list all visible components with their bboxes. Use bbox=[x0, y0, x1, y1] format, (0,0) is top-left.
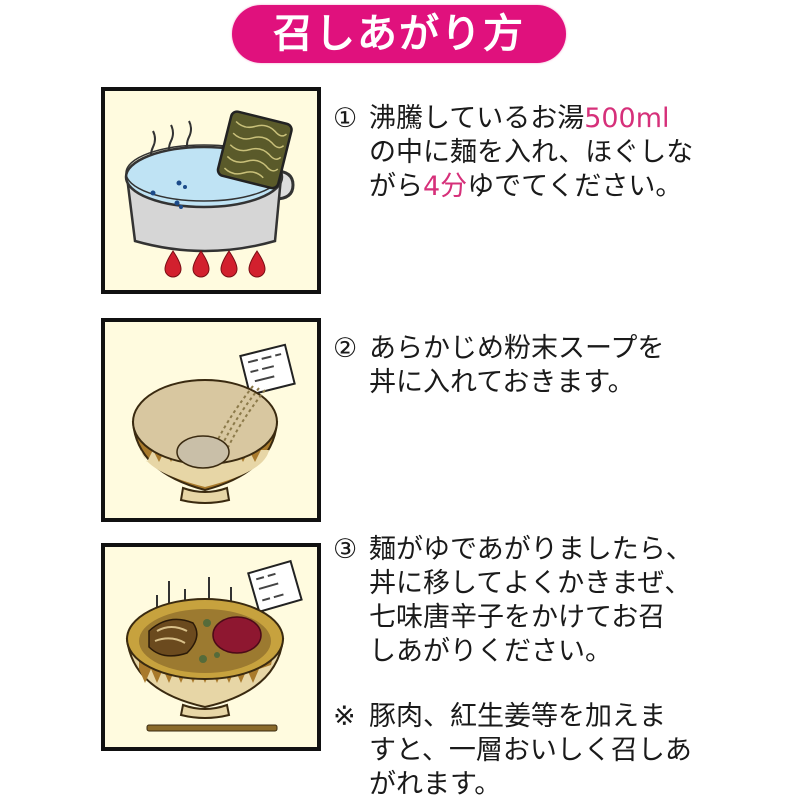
step-line: の中に麺を入れ、ほぐしな bbox=[369, 137, 694, 168]
pot-boiling-icon bbox=[124, 110, 295, 278]
illustration-step-2 bbox=[101, 318, 321, 522]
step-line: しあがりください。 bbox=[369, 636, 612, 667]
note-line: すと、一層おいしく召しあ bbox=[369, 735, 692, 766]
note-text: ※豚肉、紅生姜等を加えま すと、一層おいしく召しあ がれます。 bbox=[333, 700, 753, 802]
illustration-step-1 bbox=[101, 87, 321, 294]
step-number: ③ bbox=[333, 534, 358, 565]
reference-mark-icon: ※ bbox=[333, 701, 356, 732]
step-line: 丼に移してよくかきまぜ、 bbox=[369, 568, 692, 599]
step-line: 丼に入れておきます。 bbox=[369, 367, 635, 398]
boil-time: 4分 bbox=[423, 171, 468, 202]
step-number: ② bbox=[333, 333, 358, 364]
finished-ramen-bowl-icon bbox=[125, 559, 303, 732]
note-line: がれます。 bbox=[369, 769, 502, 800]
title-banner: 召しあがり方 bbox=[232, 5, 566, 63]
step-line: がら4分ゆでてください。 bbox=[369, 171, 683, 202]
water-amount: 500ml bbox=[584, 103, 670, 134]
step-number: ① bbox=[333, 103, 358, 134]
step-line: 七味唐辛子をかけてお召 bbox=[369, 602, 666, 633]
bowl-with-powder-icon bbox=[131, 343, 296, 504]
page-title: 召しあがり方 bbox=[273, 11, 525, 57]
illustration-step-3 bbox=[101, 543, 321, 751]
note-line: ※豚肉、紅生姜等を加えま bbox=[333, 701, 666, 732]
